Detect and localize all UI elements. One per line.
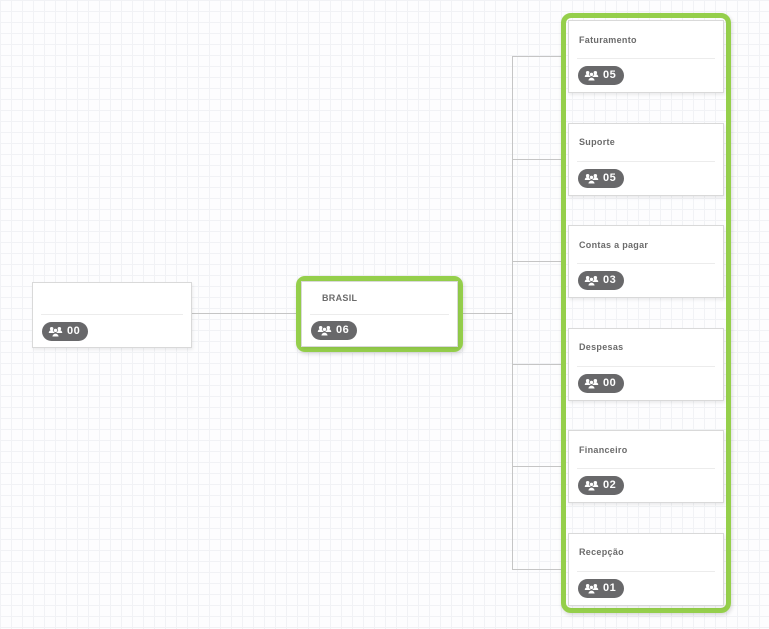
node-parent-highlight[interactable]: BRASIL 06 xyxy=(296,276,463,352)
users-icon xyxy=(584,276,599,287)
node-child[interactable]: Faturamento 05 xyxy=(568,20,724,93)
member-count: 05 xyxy=(603,69,617,81)
node-title: Recepção xyxy=(579,547,624,558)
member-count: 02 xyxy=(603,479,617,492)
member-count-badge: 03 xyxy=(578,271,625,291)
member-count-badge: 05 xyxy=(578,66,625,85)
member-count: 06 xyxy=(336,324,350,336)
member-count: 03 xyxy=(603,274,617,287)
connector-parent-to-trunk xyxy=(463,313,512,314)
users-icon xyxy=(48,326,63,337)
users-icon xyxy=(317,326,332,336)
users-icon xyxy=(584,378,599,389)
member-count-badge: 06 xyxy=(311,321,358,340)
connector-branch xyxy=(512,364,562,365)
users-icon xyxy=(584,173,599,184)
connector-branch xyxy=(512,466,562,467)
connector-branch xyxy=(512,569,562,570)
node-divider xyxy=(577,468,715,470)
connector-trunk xyxy=(512,56,513,570)
connector-branch xyxy=(512,159,562,160)
children-list: Faturamento 05 Suporte xyxy=(568,20,724,606)
member-count: 00 xyxy=(603,376,617,389)
node-divider xyxy=(41,314,183,315)
node-title: Despesas xyxy=(579,342,624,353)
node-title: Financeiro xyxy=(579,444,628,455)
node-title: Faturamento xyxy=(579,34,637,45)
member-count-badge: 02 xyxy=(578,476,625,496)
member-count: 01 xyxy=(603,581,617,594)
users-icon xyxy=(584,583,599,594)
node-title: Suporte xyxy=(579,137,616,148)
member-count: 00 xyxy=(67,324,81,337)
node-parent[interactable]: BRASIL 06 xyxy=(301,281,458,347)
node-child[interactable]: Contas a pagar 03 xyxy=(568,225,724,299)
node-divider xyxy=(577,263,715,265)
children-group-highlight: Faturamento 05 Suporte xyxy=(561,13,731,613)
member-count-badge: 01 xyxy=(578,578,625,598)
users-icon xyxy=(584,481,599,492)
node-divider xyxy=(577,58,715,59)
member-count-badge: 00 xyxy=(42,321,89,341)
node-divider xyxy=(577,570,715,572)
connector-branch xyxy=(512,56,562,57)
node-child[interactable]: Despesas 00 xyxy=(568,327,724,401)
connector-branch xyxy=(512,261,562,262)
node-root[interactable]: 00 xyxy=(32,282,192,348)
node-child[interactable]: Recepção 01 xyxy=(568,532,724,606)
users-icon xyxy=(584,71,599,81)
node-title: Contas a pagar xyxy=(579,239,649,250)
node-title: BRASIL xyxy=(322,293,358,303)
member-count-badge: 05 xyxy=(578,168,625,188)
node-divider xyxy=(577,365,715,367)
connector-root-to-parent xyxy=(192,313,296,314)
node-child[interactable]: Suporte 05 xyxy=(568,122,724,196)
node-child[interactable]: Financeiro 02 xyxy=(568,430,724,504)
node-divider xyxy=(310,314,449,315)
node-divider xyxy=(577,160,715,162)
member-count: 05 xyxy=(603,171,617,184)
member-count-badge: 00 xyxy=(578,373,625,393)
